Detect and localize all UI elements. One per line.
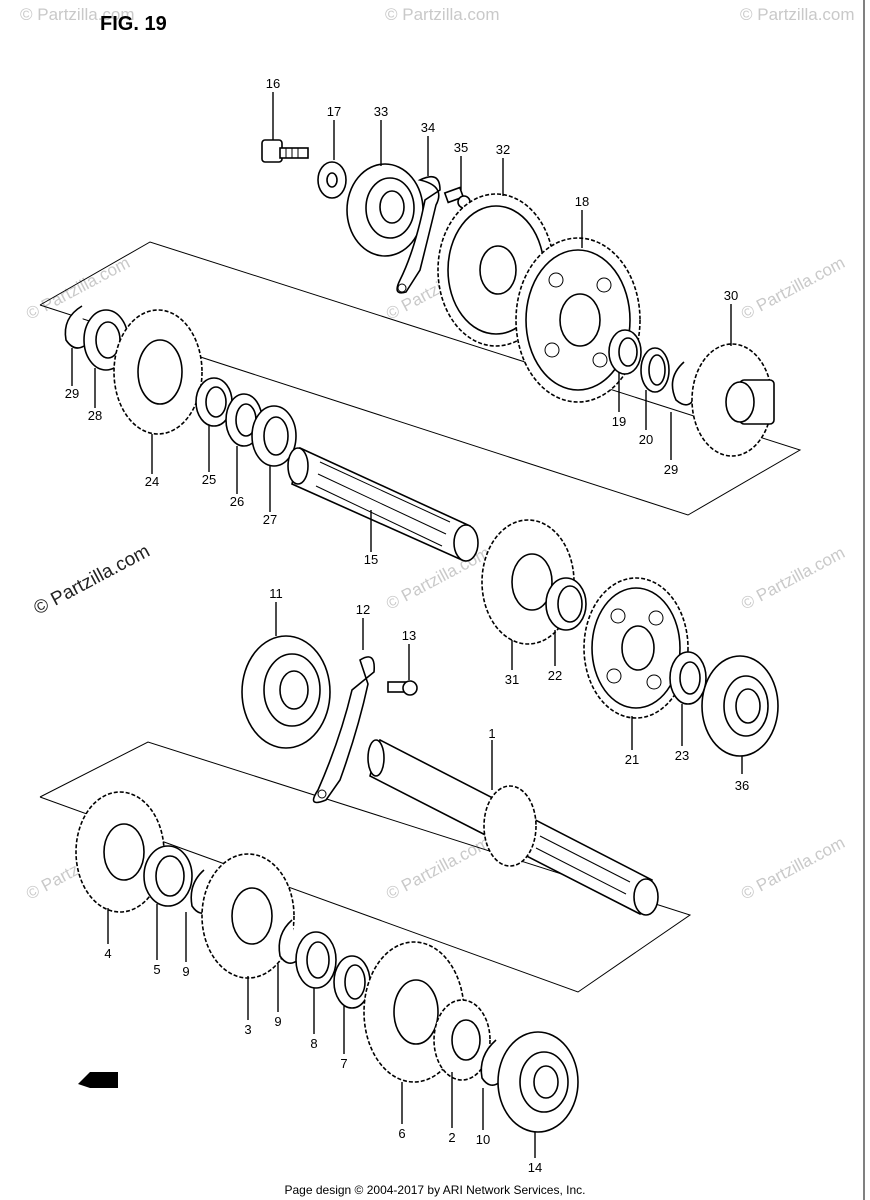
- callout-32: 32: [496, 142, 510, 157]
- callout-2: 2: [448, 1130, 455, 1145]
- figure-title: FIG. 19: [100, 13, 167, 35]
- part-34-retainer[interactable]: [396, 175, 441, 294]
- callout-31: 31: [505, 672, 519, 687]
- part-1-mainshaft[interactable]: [367, 738, 659, 916]
- countershaft-frame: [39, 241, 802, 516]
- part-24-gear[interactable]: [113, 309, 203, 435]
- callout-11: 11: [269, 586, 283, 601]
- part-19-bushing[interactable]: [608, 329, 642, 375]
- watermark-text: © Partzilla.com: [385, 5, 500, 24]
- part-2-gear[interactable]: [433, 999, 491, 1081]
- callout-34: 34: [421, 120, 435, 135]
- part-5-washer[interactable]: [143, 845, 193, 907]
- part-17-washer[interactable]: [317, 161, 347, 199]
- callout-14: 14: [528, 1160, 542, 1175]
- part-14-bearing[interactable]: [497, 1031, 579, 1133]
- callout-35: 35: [454, 140, 468, 155]
- callout-21: 21: [625, 752, 639, 767]
- callout-1: 1: [488, 726, 495, 741]
- callout-30: 30: [724, 288, 738, 303]
- callout-36: 36: [735, 778, 749, 793]
- part-33-bearing[interactable]: [346, 163, 424, 257]
- callout-6: 6: [398, 1126, 405, 1141]
- part-13-screw[interactable]: [387, 680, 418, 696]
- watermark-text: © Partzilla.com: [740, 5, 855, 24]
- callout-19: 19: [612, 414, 626, 429]
- part-9-circlip[interactable]: [278, 919, 299, 964]
- callout-33: 33: [374, 104, 388, 119]
- callout-15: 15: [364, 552, 378, 567]
- watermark-text: © Partzilla.com: [20, 5, 135, 24]
- callout-24: 24: [145, 474, 159, 489]
- watermark-main: © Partzilla.com: [30, 541, 153, 620]
- callout-22: 22: [548, 668, 562, 683]
- part-21-gear[interactable]: [583, 577, 689, 719]
- part-4-gear[interactable]: [75, 791, 165, 913]
- part-23-washer[interactable]: [669, 651, 707, 705]
- callout-23: 23: [675, 748, 689, 763]
- watermark-text: © Partzilla.com: [738, 833, 848, 904]
- callout-17: 17: [327, 104, 341, 119]
- part-16-bolt[interactable]: [261, 139, 309, 163]
- part-27-washer[interactable]: [251, 405, 297, 467]
- part-11-bearing[interactable]: [241, 635, 331, 749]
- callout-26: 26: [230, 494, 244, 509]
- callout-12: 12: [356, 602, 370, 617]
- callout-20: 20: [639, 432, 653, 447]
- callout-4: 4: [104, 946, 111, 961]
- part-30-gear[interactable]: [691, 343, 775, 457]
- part-7-bushing[interactable]: [333, 955, 371, 1009]
- callout-25: 25: [202, 472, 216, 487]
- watermark-text: © Partzilla.com: [383, 833, 493, 904]
- callout-3: 3: [244, 1022, 251, 1037]
- callout-7: 7: [340, 1056, 347, 1071]
- callout-13: 13: [402, 628, 416, 643]
- callout-9-b: 9: [274, 1014, 281, 1029]
- part-29-circlip[interactable]: [671, 361, 697, 406]
- part-20-washer[interactable]: [640, 347, 670, 393]
- callout-5: 5: [153, 962, 160, 977]
- callout-labels: 16 17 33 34 35 32 18 30 19 20 29 29 28 2…: [65, 76, 749, 1175]
- part-25-bushing[interactable]: [195, 377, 233, 427]
- callout-29-left: 29: [65, 386, 79, 401]
- leader-lines: [71, 92, 743, 1158]
- part-29-circlip[interactable]: [64, 305, 85, 349]
- callout-29-right: 29: [664, 462, 678, 477]
- part-10-circlip[interactable]: [480, 1039, 501, 1086]
- callout-16: 16: [266, 76, 280, 91]
- callout-28: 28: [88, 408, 102, 423]
- part-18-gear[interactable]: [515, 237, 641, 403]
- part-3-gear[interactable]: [201, 853, 295, 979]
- part-12-retainer[interactable]: [312, 656, 376, 804]
- forward-arrow-icon: [78, 1072, 118, 1088]
- watermark-text: © Partzilla.com: [738, 253, 848, 324]
- callout-8: 8: [310, 1036, 317, 1051]
- part-8-washer[interactable]: [295, 931, 337, 989]
- callout-9-a: 9: [182, 964, 189, 979]
- part-22-bushing[interactable]: [545, 577, 587, 631]
- watermark-text: © Partzilla.com: [738, 543, 848, 614]
- callout-18: 18: [575, 194, 589, 209]
- part-15-countershaft[interactable]: [287, 446, 479, 562]
- part-36-bearing[interactable]: [701, 655, 779, 757]
- callout-10: 10: [476, 1132, 490, 1147]
- page-footer: Page design © 2004-2017 by ARI Network S…: [284, 1183, 585, 1197]
- callout-27: 27: [263, 512, 277, 527]
- mainshaft-frame: [39, 741, 692, 993]
